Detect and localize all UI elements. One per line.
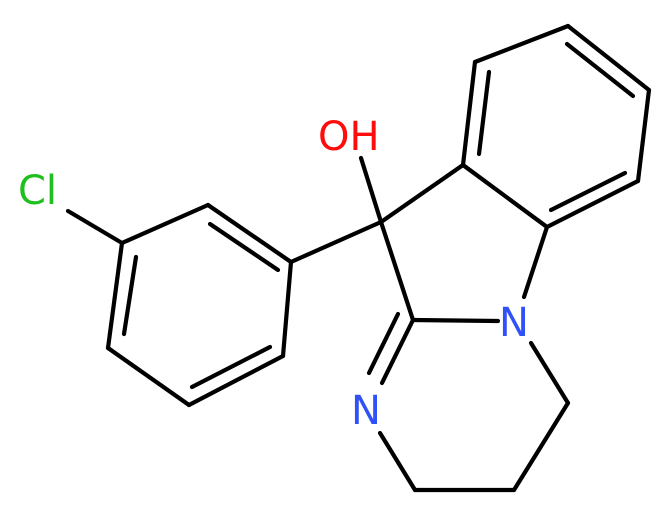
bond-chlorophenyl-4-inner (189, 344, 273, 390)
atom-hydroxyl: OH (318, 114, 380, 160)
bond-n-amidine-c (410, 317, 501, 324)
bond-chlorophenyl-3 (280, 259, 294, 359)
bond-amidine-c-n-imine-double (366, 311, 401, 376)
bond-benzo-5 (544, 178, 641, 230)
atom-chlorine: Cl (18, 168, 57, 214)
bond-benzo-1-inner (476, 69, 492, 157)
bond-chlorophenyl-6-inner (121, 254, 139, 337)
bonds (65, 23, 652, 493)
bond-chlorophenyl-1 (119, 202, 211, 246)
bond-benzo-4 (635, 87, 652, 184)
bond-benzo-3 (565, 23, 652, 93)
bond-aryl-central (288, 219, 384, 265)
atom-nitrogen-imine: N (351, 388, 381, 434)
atom-labels: Cl OH N N (18, 114, 529, 434)
bond-chlorophenyl-5 (105, 345, 192, 408)
bond-benzo-5-inner (548, 170, 628, 213)
bond-chlorophenyl-2-inner (207, 221, 281, 273)
bond-ch2-ch2-b (511, 400, 571, 493)
bond-c9a-c4a (460, 162, 550, 230)
bond-chlorophenyl-4 (186, 353, 286, 408)
bond-benzo-2 (472, 23, 571, 65)
bond-c4a-n (521, 224, 550, 300)
bond-amidine-c-n-imine (379, 317, 416, 386)
atom-nitrogen-bridgehead: N (499, 300, 529, 346)
bond-ch2-n (528, 340, 571, 406)
bond-chlorophenyl-2 (205, 202, 294, 265)
bond-central-c9a (378, 162, 466, 225)
bond-amidine-c-central (378, 219, 416, 323)
bond-c-oh (358, 155, 384, 225)
bond-benzo-1 (460, 59, 478, 168)
bond-c-cl (65, 208, 125, 246)
bond-n-imine-ch2 (377, 430, 418, 493)
bond-benzo-3-inner (564, 41, 636, 99)
bond-chlorophenyl-6 (105, 240, 125, 351)
